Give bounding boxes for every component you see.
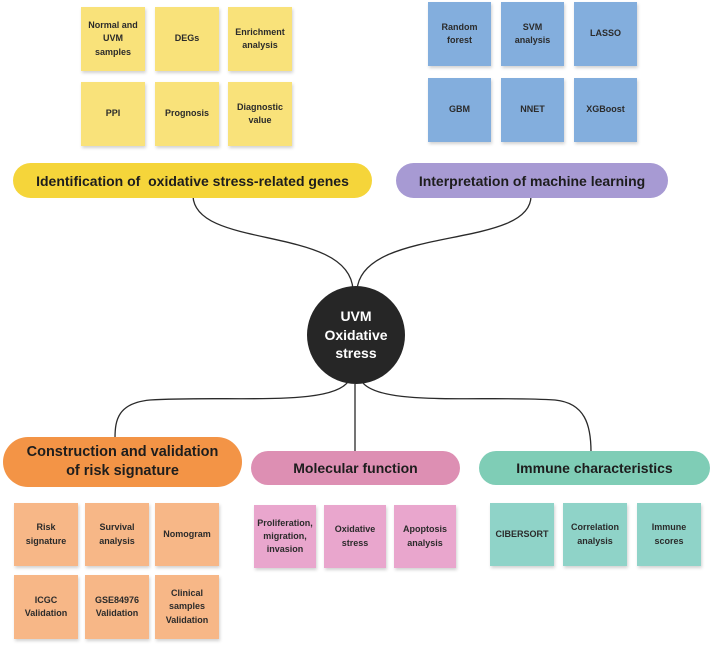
connector-risk (114, 377, 351, 439)
note-degs: DEGs (155, 7, 219, 71)
category-immune-characteristics: Immune characteristics (479, 451, 710, 485)
category-molecular-function: Molecular function (251, 451, 460, 485)
center-node: UVM Oxidative stress (307, 286, 405, 384)
note-ppi: PPI (81, 82, 145, 146)
connector-oxidative (192, 195, 354, 291)
note-lasso: LASSO (574, 2, 637, 66)
note-cibersort: CIBERSORT (490, 503, 554, 566)
note-nomogram: Nomogram (155, 503, 219, 566)
note-prognosis: Prognosis (155, 82, 219, 146)
note-xgboost: XGBoost (574, 78, 637, 142)
connector-ml (356, 195, 532, 291)
note-nnet: NNET (501, 78, 564, 142)
note-gbm: GBM (428, 78, 491, 142)
note-proliferation-migration-invasion: Proliferation,migration,invasion (254, 505, 316, 568)
category-oxidative-genes: Identification of oxidative stress-relat… (13, 163, 372, 198)
connector-immune (359, 377, 592, 453)
category-machine-learning: Interpretation of machine learning (396, 163, 668, 198)
